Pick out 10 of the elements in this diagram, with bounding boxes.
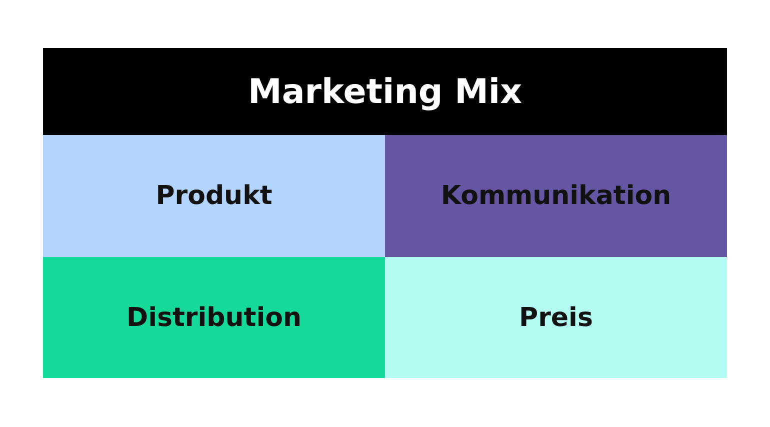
category-label: Kommunikation [440,181,672,211]
category-box [43,135,385,257]
title-text: Marketing Mix [248,72,522,112]
category-label: Produkt [156,181,272,211]
category-box [385,257,727,378]
header-band [43,48,727,135]
category-label: Preis [519,302,593,332]
category-box [385,135,727,257]
category-box [43,257,385,378]
category-label: Distribution [126,302,302,332]
